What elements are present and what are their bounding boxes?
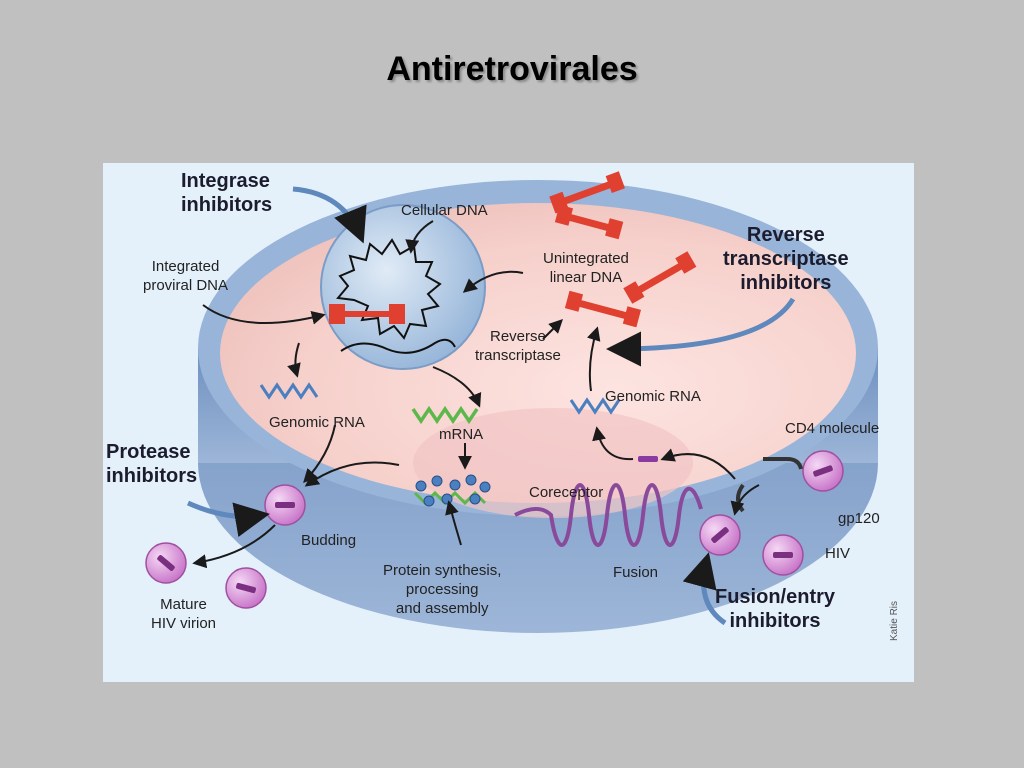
cellular-dna-label: Cellular DNA (401, 202, 488, 219)
budding-label: Budding (301, 532, 357, 549)
virion-fusion (699, 514, 741, 556)
illustrator-credit: Katie Ris (889, 600, 900, 641)
rt-inhibitor-arrow (606, 297, 796, 367)
genomic-rna-left-label: Genomic RNA (269, 414, 365, 431)
mature-line1: Mature (160, 596, 207, 613)
integrase-label-line2: inhibitors (181, 194, 273, 216)
integrase-inhibitors-label: Integrase inhibitors (181, 169, 272, 217)
arrow-fragment-to-rna (592, 426, 634, 461)
arrow-cellular-dna (405, 220, 434, 254)
protease-inhibitor-arrow (186, 500, 270, 537)
unintegrated-dna-3 (623, 251, 697, 304)
integrase-label-line1: Integrase (181, 170, 270, 192)
unintegrated-dna-2 (554, 204, 624, 240)
protease-label-line2: inhibitors (106, 465, 198, 487)
cellular-dna-strand (336, 238, 442, 340)
protease-label-line1: Protease (106, 441, 191, 463)
virion-hiv (762, 534, 804, 576)
fusion-label-line1: Fusion/entry (715, 586, 836, 608)
rt-label-line2: transcriptase (723, 248, 849, 270)
protein-synthesis-label: Protein synthesis, processing and assemb… (383, 561, 501, 618)
integrated-proviral-dna (335, 311, 397, 317)
cd4-molecule-label: CD4 molecule (785, 420, 880, 437)
arrow-nucleus-to-rna (287, 342, 301, 378)
rt-small-line2: transcriptase (475, 347, 561, 364)
arrow-protein-up (445, 500, 462, 546)
virion-mature-1 (145, 542, 187, 584)
integrated-line1: Integrated (151, 258, 220, 275)
arrow-rna-to-dna (586, 326, 601, 392)
rt-label-line3: inhibitors (740, 272, 832, 294)
arrow-dna-to-nucleus (462, 270, 524, 293)
protease-inhibitors-label: Protease inhibitors (106, 440, 197, 488)
slide-title: Antiretrovirales (386, 50, 638, 88)
unintegrated-dna-4 (564, 290, 642, 328)
unintegrated-line2: linear DNA (549, 269, 623, 286)
nucleus (320, 204, 486, 370)
rt-inhibitors-label: Reverse transcriptase inhibitors (723, 223, 849, 295)
cd4-molecule (763, 457, 803, 470)
mature-line2: HIV virion (151, 615, 217, 632)
gp120-label: gp120 (838, 510, 880, 527)
diagram-artwork (145, 171, 878, 633)
integrase-inhibitor-arrow (292, 186, 367, 244)
rt-small-line1: Reverse (490, 328, 546, 345)
coreceptor-label: Coreceptor (529, 484, 604, 501)
virion-cd4 (802, 450, 844, 492)
genomic-rna-left (259, 382, 319, 400)
integrated-proviral-dna-label: Integrated proviral DNA (143, 257, 228, 295)
unintegrated-dna-label: Unintegrated linear DNA (543, 249, 629, 287)
arrow-fusion (730, 484, 760, 516)
protein-line3: and assembly (395, 600, 489, 617)
mature-hiv-virion-label: Mature HIV virion (151, 595, 216, 633)
viral-rna-fragment (638, 456, 658, 462)
fusion-label-line2: inhibitors (729, 610, 821, 632)
integrated-line2: proviral DNA (143, 277, 229, 294)
protein-line2: processing (405, 581, 479, 598)
fusion-inhibitors-label: Fusion/entry inhibitors (715, 585, 835, 633)
reverse-transcriptase-label: Reverse transcriptase (475, 327, 561, 365)
hiv-lifecycle-diagram: Integrase inhibitors Reverse transcripta… (103, 163, 914, 682)
arrow-nucleus-to-mrna (432, 366, 482, 408)
fusion-label: Fusion (613, 564, 659, 581)
virion-budding (264, 484, 306, 526)
unintegrated-line1: Unintegrated (543, 250, 629, 267)
genomic-rna-right (569, 397, 621, 415)
mrna-label: mRNA (439, 426, 484, 443)
integrated-dna-end-left (329, 304, 345, 324)
arrow-integrated-dna (202, 304, 326, 325)
hiv-label: HIV (825, 545, 851, 562)
virion-mature-2 (225, 567, 267, 609)
arrow-entry (660, 448, 736, 480)
arrow-rt-to-dna (542, 319, 563, 340)
mrna-strand (411, 405, 479, 425)
rt-label-line1: Reverse (746, 224, 825, 246)
arrow-to-budding (304, 461, 400, 487)
integrated-dna-end-right (389, 304, 405, 324)
fusion-inhibitor-arrow (682, 552, 727, 626)
ribosome-cluster (415, 474, 491, 507)
cellular-dna-loop (340, 338, 456, 354)
genomic-rna-right-label: Genomic RNA (605, 388, 701, 405)
protein-line1: Protein synthesis, (383, 562, 502, 579)
coreceptor (514, 483, 703, 547)
unintegrated-dna-1 (549, 171, 625, 214)
